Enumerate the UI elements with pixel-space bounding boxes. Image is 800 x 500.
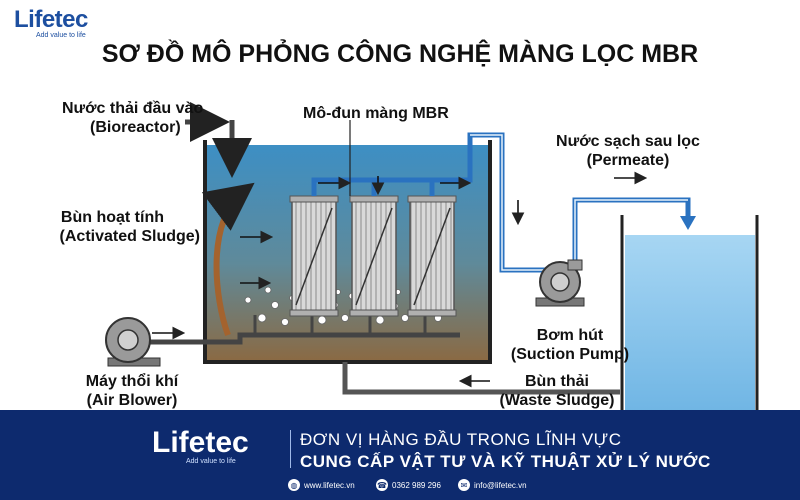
contact-email[interactable]: ✉ info@lifetec.vn [458,478,527,492]
membrane-modules [289,195,457,317]
permeate-label-line1: Nước sạch sau lọc [556,133,700,150]
waste-label-line1: Bùn thải [525,373,589,390]
lifetec-logo: Lifetec Add value to life [14,8,88,40]
banner-logo-name: Lifetec [152,426,249,459]
sludge-label: Bùn hoạt tính (Activated Sludge) [40,208,200,246]
suction-pump [535,259,585,307]
permeate-tank [620,215,759,410]
pump-label-line2: (Suction Pump) [510,346,630,363]
membrane-module-2 [349,195,399,317]
influent-label-line2: (Bioreactor) [90,119,181,136]
banner-slogan-line1: ĐƠN VỊ HÀNG ĐẦU TRONG LĨNH VỰC [300,430,622,449]
diagram-title: SƠ ĐỒ MÔ PHỎNG CÔNG NGHỆ MÀNG LỌC MBR [101,40,699,68]
mail-icon: ✉ [458,479,470,491]
banner-logo: Lifetec Add value to life [152,426,249,466]
permeate-label-line2: (Permeate) [586,152,670,169]
waste-label: Bùn thải (Waste Sludge) [492,372,622,410]
pump-label: Bơm hút (Suction Pump) [505,326,635,364]
footer-banner [0,410,800,500]
membrane-module-1 [289,195,339,317]
waste-label-line2: (Waste Sludge) [499,392,615,409]
flow-arrows [152,171,648,388]
sludge-label-line2: (Activated Sludge) [59,228,200,245]
air-pipe [135,315,460,345]
influent-label-line1: Nước thải đầu vào [62,100,204,117]
contact-website[interactable]: ◍ www.lifetec.vn [288,478,355,492]
recirculation-arrow [201,182,255,337]
blower-label-line1: Máy thổi khí [85,373,179,390]
mbr-diagram [105,102,759,410]
phone-icon: ☎ [376,479,388,491]
module-label: Mô-đun màng MBR [303,105,449,122]
contact-phone[interactable]: ☎ 0362 989 296 [376,478,441,492]
globe-icon: ◍ [288,479,300,491]
blower-label-line2: (Air Blower) [86,392,178,409]
waste-sludge-pipe [342,362,620,395]
phone-text: 0362 989 296 [392,480,441,490]
banner-slogan-line2: CUNG CẤP VẬT TƯ VÀ KỸ THUẬT XỬ LÝ NƯỚC [300,452,711,471]
sludge-label-line1: Bùn hoạt tính [60,209,164,226]
website-text: www.lifetec.vn [304,480,355,490]
banner-logo-tagline: Add value to life [186,458,236,465]
influent-label: Nước thải đầu vào (Bioreactor) [62,99,203,137]
influent-arrows [185,102,252,178]
blower-label: Máy thổi khí (Air Blower) [72,372,192,410]
air-blower [105,317,161,367]
email-text: info@lifetec.vn [474,480,527,490]
membrane-module-3 [407,195,457,317]
permeate-label: Nước sạch sau lọc (Permeate) [548,132,708,170]
pump-label-line1: Bơm hút [536,327,604,344]
banner-divider [290,430,291,468]
logo-name: Lifetec [14,6,88,33]
logo-tagline: Add value to life [36,32,86,39]
